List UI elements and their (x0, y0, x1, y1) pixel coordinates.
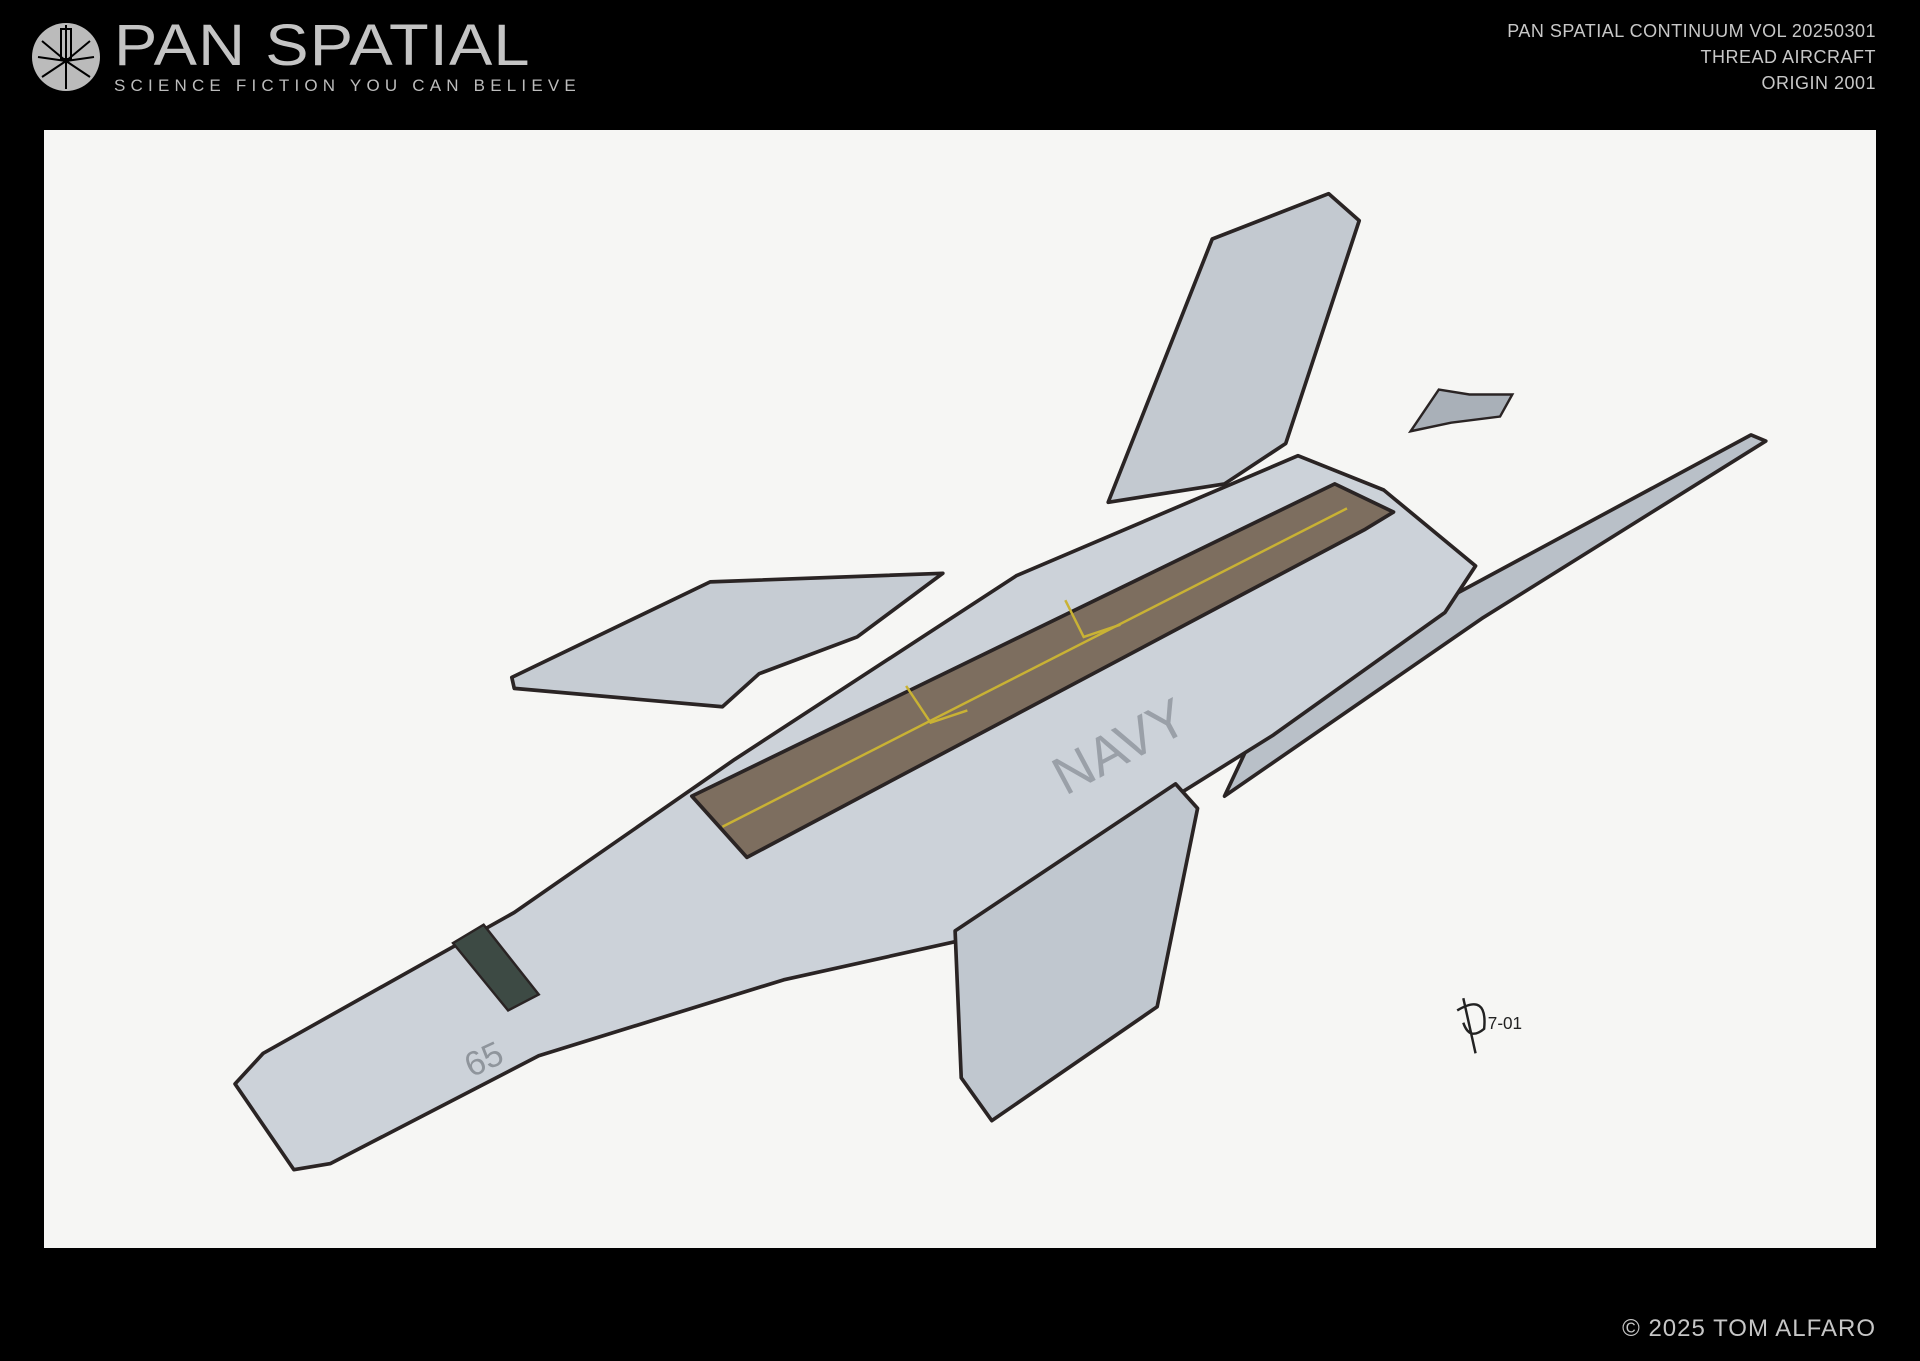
artwork-title: THREAD AIRCRAFT (1700, 47, 1876, 67)
left-wing (509, 571, 945, 709)
artwork-origin: ORIGIN 2001 (1761, 73, 1876, 93)
pan-spatial-emblem-icon (32, 23, 100, 91)
artwork-panel: NAVY 65 7-01 (44, 130, 1876, 1248)
artist-signature: 7-01 (1456, 997, 1522, 1054)
aircraft-illustration: NAVY 65 7-01 (233, 191, 1768, 1172)
vertical-tail-fin (1106, 191, 1362, 505)
svg-text:7-01: 7-01 (1488, 1013, 1522, 1033)
right-wing (1222, 433, 1768, 798)
series-volume: PAN SPATIAL CONTINUUM VOL 20250301 (1507, 21, 1876, 41)
pan-spatial-logo: PAN SPATIAL SCIENCE FICTION YOU CAN BELI… (30, 17, 581, 96)
artwork-info: PAN SPATIAL CONTINUUM VOL 20250301 THREA… (1507, 18, 1876, 96)
brand-name: PAN SPATIAL (114, 13, 531, 78)
distant-aircraft (1407, 388, 1515, 434)
ventral-fin (953, 782, 1200, 1123)
copyright-notice: © 2025 TOM ALFARO (1622, 1315, 1876, 1342)
cockpit-window (451, 923, 541, 1012)
brand-tagline: SCIENCE FICTION YOU CAN BELIEVE (114, 76, 581, 95)
deck-markings (721, 507, 1348, 828)
flight-deck (689, 482, 1396, 860)
